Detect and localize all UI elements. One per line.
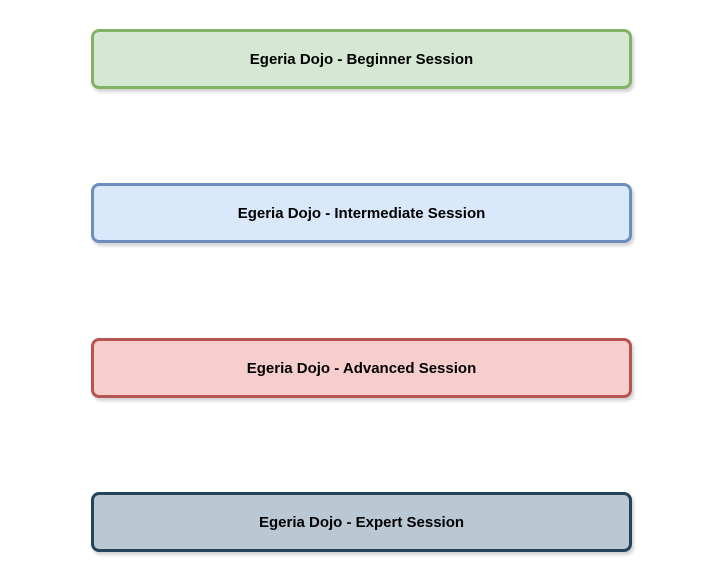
- session-box-expert[interactable]: Egeria Dojo - Expert Session: [91, 492, 632, 552]
- session-box-beginner[interactable]: Egeria Dojo - Beginner Session: [91, 29, 632, 89]
- session-label-expert: Egeria Dojo - Expert Session: [258, 513, 465, 531]
- session-label-intermediate: Egeria Dojo - Intermediate Session: [237, 204, 486, 222]
- session-box-advanced[interactable]: Egeria Dojo - Advanced Session: [91, 338, 632, 398]
- session-label-advanced: Egeria Dojo - Advanced Session: [246, 359, 477, 377]
- session-label-beginner: Egeria Dojo - Beginner Session: [249, 50, 474, 68]
- session-box-intermediate[interactable]: Egeria Dojo - Intermediate Session: [91, 183, 632, 243]
